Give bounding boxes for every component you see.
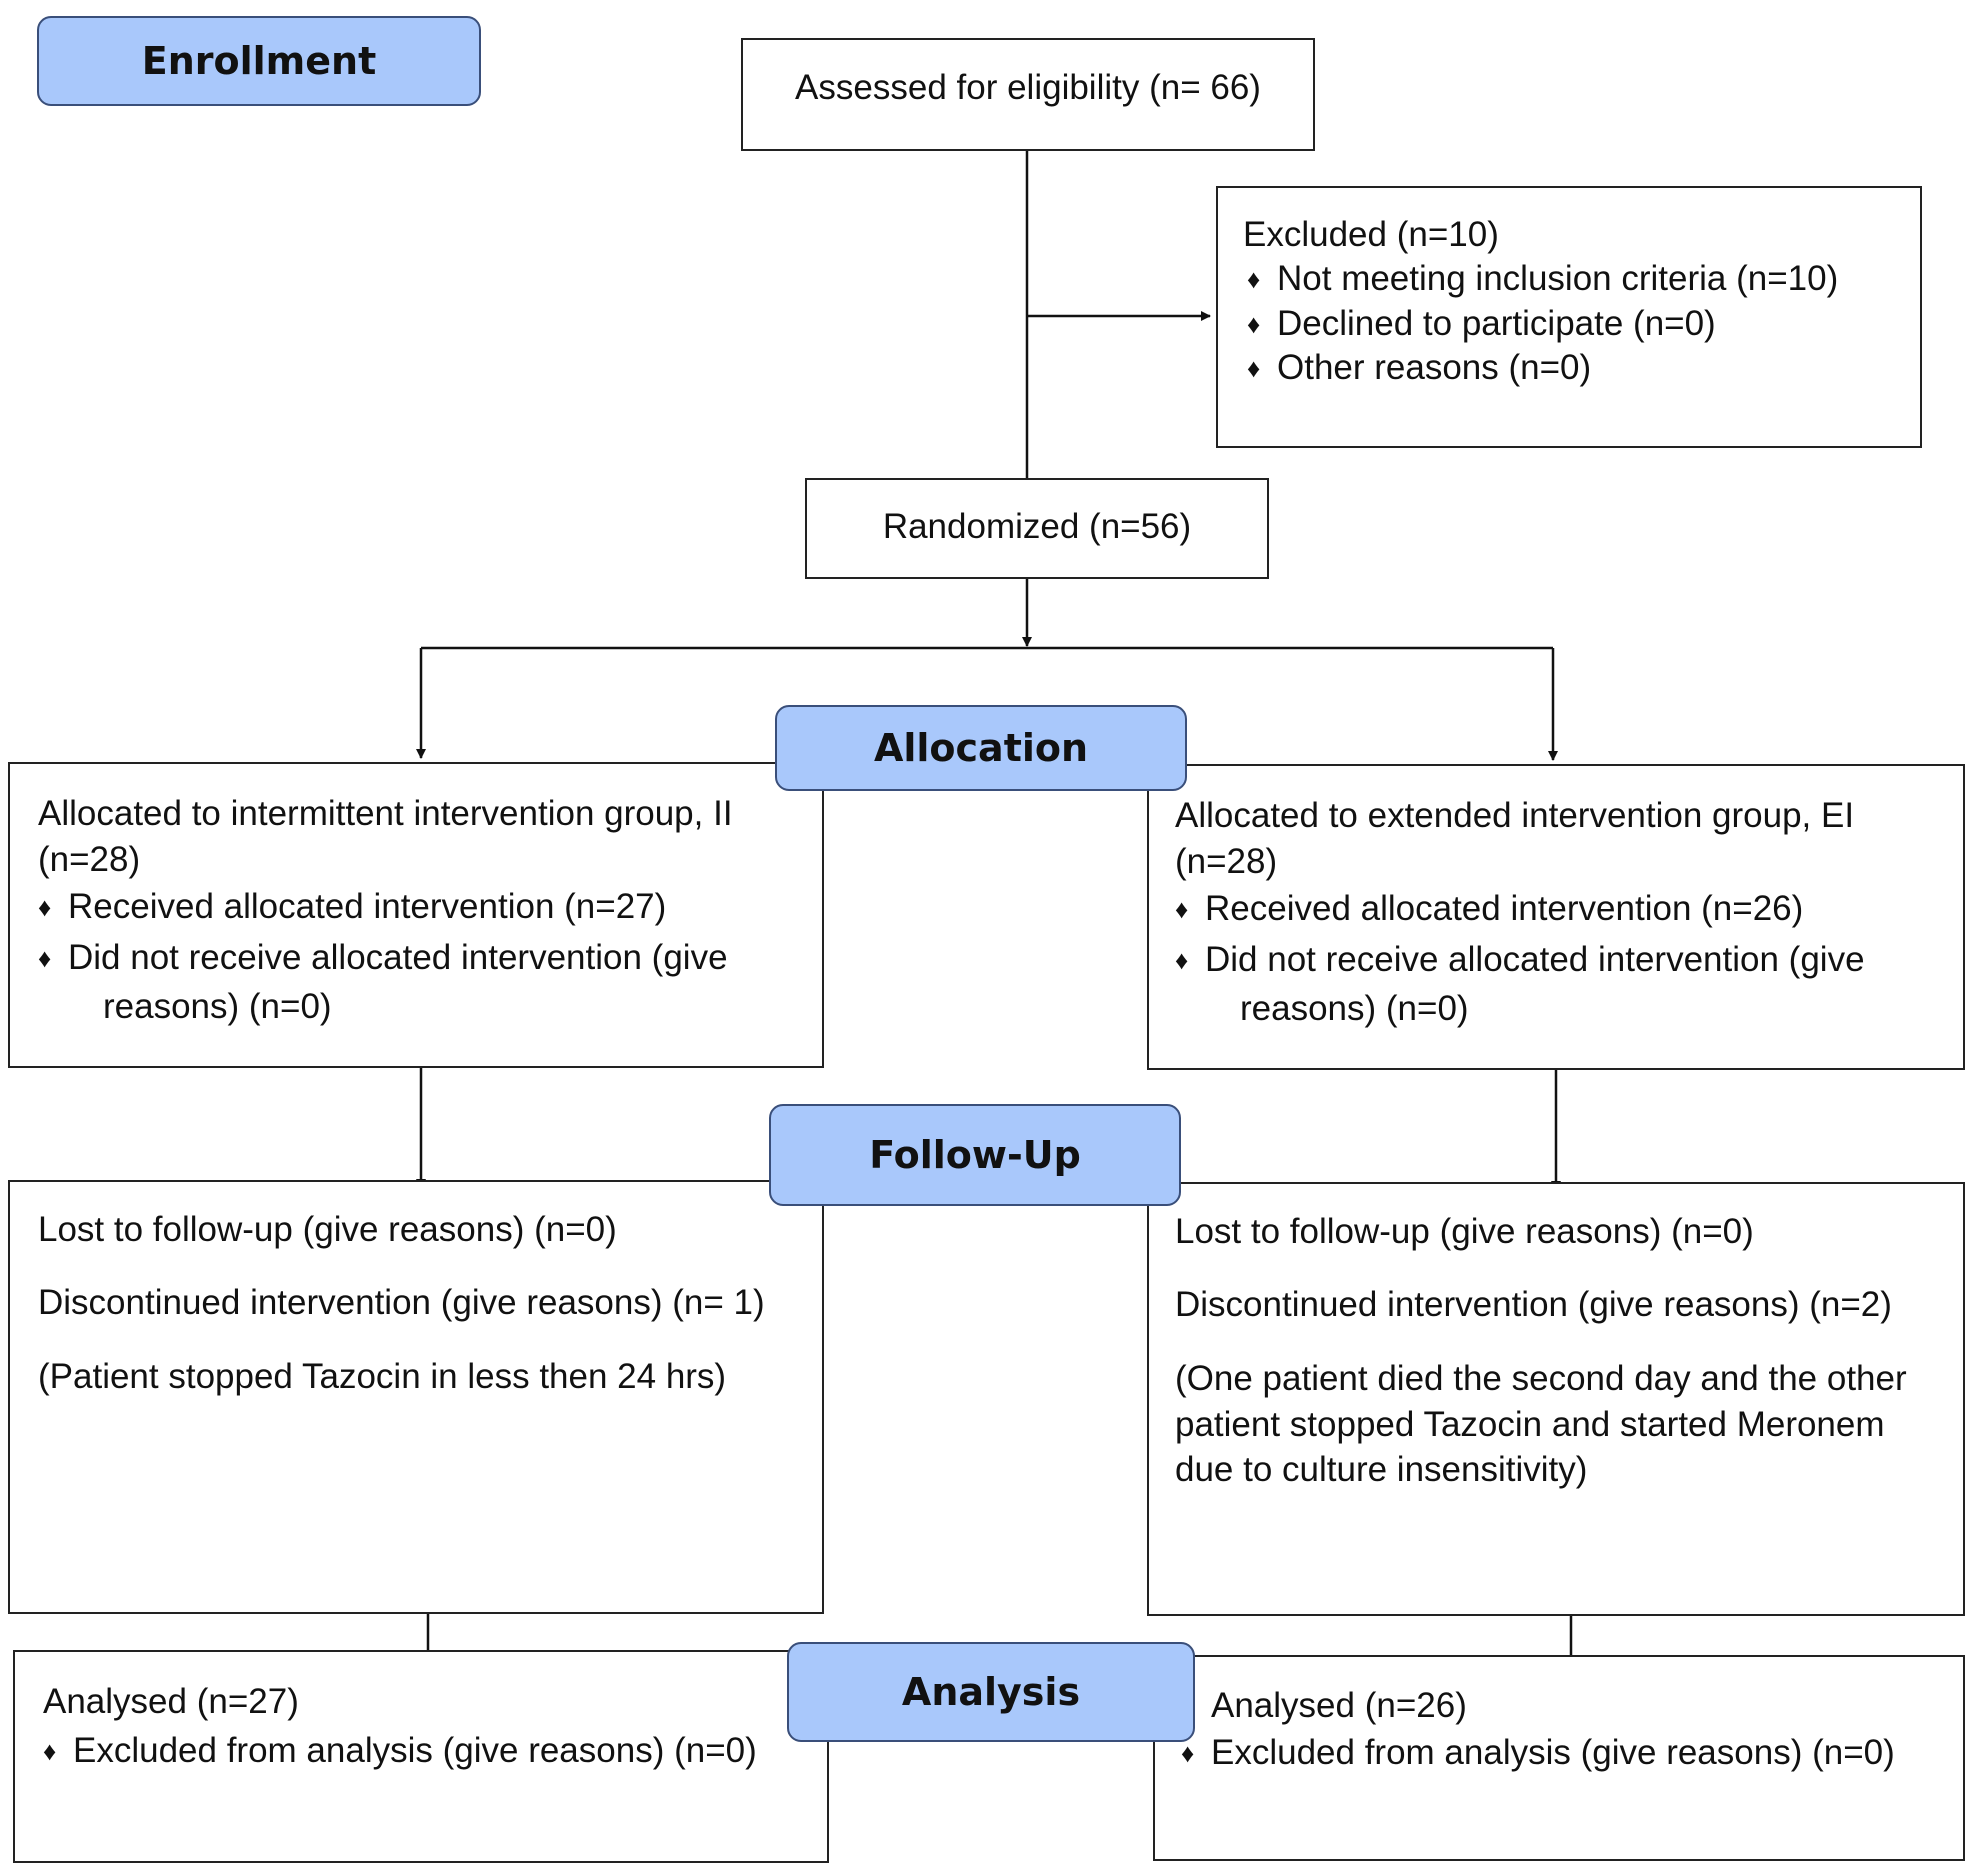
excluded-item: ♦Other reasons (n=0) [1247, 344, 1591, 392]
allocation-right-received: ♦Received allocated intervention (n=26) [1175, 885, 1803, 933]
allocation-left-box: Allocated to intermittent intervention g… [8, 762, 824, 1068]
enrollment-header: Enrollment [37, 16, 481, 106]
assessed-box: Assessed for eligibility (n= 66) [741, 38, 1315, 151]
allocation-left-not-received-cont: reasons) (n=0) [103, 987, 332, 1026]
diamond-bullet-icon: ♦ [38, 892, 52, 922]
diamond-bullet-icon: ♦ [38, 943, 52, 973]
diamond-bullet-icon: ♦ [1181, 1738, 1195, 1768]
analysis-right-analysed: Analysed (n=26) [1211, 1686, 1467, 1725]
allocation-right-not-received: ♦Did not receive allocated intervention … [1175, 936, 1865, 984]
diamond-bullet-icon: ♦ [43, 1736, 57, 1766]
analysis-left-box: Analysed (n=27) ♦Excluded from analysis … [13, 1650, 829, 1863]
followup-left-box: Lost to follow-up (give reasons) (n=0) D… [8, 1180, 824, 1614]
allocation-left-line1: Allocated to intermittent intervention g… [38, 794, 733, 833]
analysis-left-excluded: ♦Excluded from analysis (give reasons) (… [43, 1727, 757, 1775]
diamond-bullet-icon: ♦ [1175, 894, 1189, 924]
allocation-right-line1: Allocated to extended intervention group… [1175, 796, 1855, 835]
excluded-box: Excluded (n=10) ♦Not meeting inclusion c… [1216, 186, 1922, 448]
followup-right-lost: Lost to follow-up (give reasons) (n=0) [1175, 1212, 1754, 1251]
followup-left-reason: (Patient stopped Tazocin in less then 24… [38, 1357, 727, 1396]
diamond-bullet-icon: ♦ [1247, 264, 1261, 294]
analysis-left-analysed: Analysed (n=27) [43, 1682, 299, 1721]
randomized-box: Randomized (n=56) [805, 478, 1269, 579]
excluded-title: Excluded (n=10) [1243, 215, 1499, 254]
analysis-header: Analysis [787, 1642, 1195, 1742]
diamond-bullet-icon: ♦ [1175, 945, 1189, 975]
allocation-header: Allocation [775, 705, 1187, 791]
allocation-left-not-received: ♦Did not receive allocated intervention … [38, 934, 728, 982]
diamond-bullet-icon: ♦ [1247, 353, 1261, 383]
excluded-item: ♦Not meeting inclusion criteria (n=10) [1247, 255, 1838, 303]
allocation-right-box: Allocated to extended intervention group… [1147, 764, 1965, 1070]
followup-left-discontinued: Discontinued intervention (give reasons)… [38, 1283, 765, 1322]
excluded-item: ♦Declined to participate (n=0) [1247, 300, 1716, 348]
diamond-bullet-icon: ♦ [1247, 309, 1261, 339]
allocation-left-received: ♦Received allocated intervention (n=27) [38, 883, 666, 931]
followup-right-reason: patient stopped Tazocin and started Mero… [1175, 1405, 1885, 1444]
randomized-text: Randomized (n=56) [882, 507, 1192, 546]
followup-right-discontinued: Discontinued intervention (give reasons)… [1175, 1285, 1892, 1324]
followup-right-reason: due to culture insensitivity) [1175, 1450, 1588, 1489]
analysis-right-excluded: ♦Excluded from analysis (give reasons) (… [1181, 1729, 1895, 1777]
allocation-right-line2: (n=28) [1175, 842, 1278, 881]
followup-left-lost: Lost to follow-up (give reasons) (n=0) [38, 1210, 617, 1249]
analysis-right-box: Analysed (n=26) ♦Excluded from analysis … [1153, 1655, 1965, 1861]
allocation-right-not-received-cont: reasons) (n=0) [1240, 989, 1469, 1028]
followup-header: Follow-Up [769, 1104, 1181, 1206]
followup-right-reason: (One patient died the second day and the… [1175, 1359, 1907, 1398]
allocation-left-line2: (n=28) [38, 840, 141, 879]
assessed-text: Assessed for eligibility (n= 66) [795, 68, 1261, 107]
followup-right-box: Lost to follow-up (give reasons) (n=0) D… [1147, 1182, 1965, 1616]
